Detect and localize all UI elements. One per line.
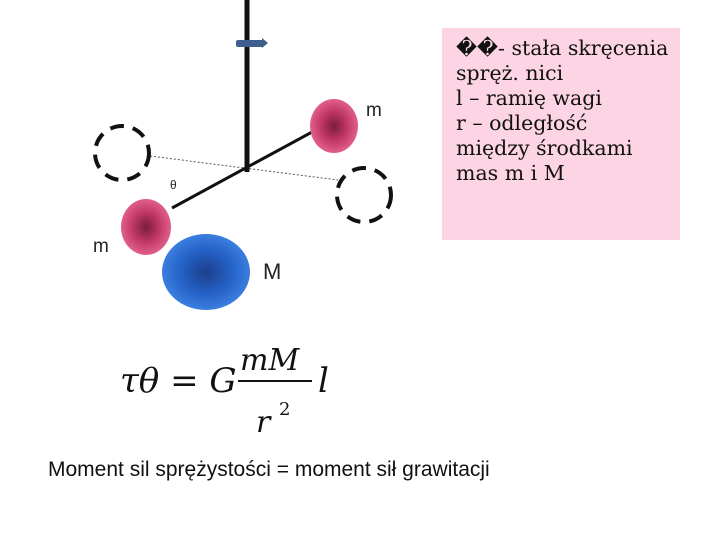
formula-denominator: r — [256, 405, 272, 440]
legend-line: między środkami — [456, 136, 633, 160]
torsion-balance-diagram: m m M θ τθ = G mM r 2 l — [93, 0, 393, 440]
legend-line: l – ramię wagi — [456, 86, 602, 110]
label-theta: θ — [170, 178, 177, 192]
formula: τθ = G mM r 2 l — [120, 343, 329, 440]
formula-trailing: l — [318, 361, 329, 401]
formula-lhs: τθ = G — [120, 361, 237, 401]
initial-position-left — [93, 124, 151, 182]
legend-line: spręż. nici — [456, 61, 564, 85]
reference-line — [149, 155, 339, 181]
legend-line: r – odległość — [456, 111, 588, 135]
label-big-m: M — [263, 259, 281, 284]
initial-position-right — [335, 166, 393, 224]
large-mass — [162, 234, 250, 310]
legend-box: ��- stała skręcenia spręż. nici l – rami… — [442, 28, 680, 240]
formula-exponent: 2 — [279, 399, 290, 420]
small-mass-top — [310, 99, 358, 153]
caption: Moment sil sprężystości = moment sił gra… — [48, 458, 490, 481]
balance-arm — [171, 123, 326, 210]
mirror-icon — [236, 38, 268, 48]
legend-line: mas m i M — [456, 161, 565, 185]
legend-line: ��- stała skręcenia — [456, 36, 669, 60]
small-mass-left — [121, 199, 171, 255]
label-m-left: m — [93, 236, 109, 257]
formula-numerator: mM — [240, 343, 300, 378]
label-m-top: m — [366, 100, 382, 121]
